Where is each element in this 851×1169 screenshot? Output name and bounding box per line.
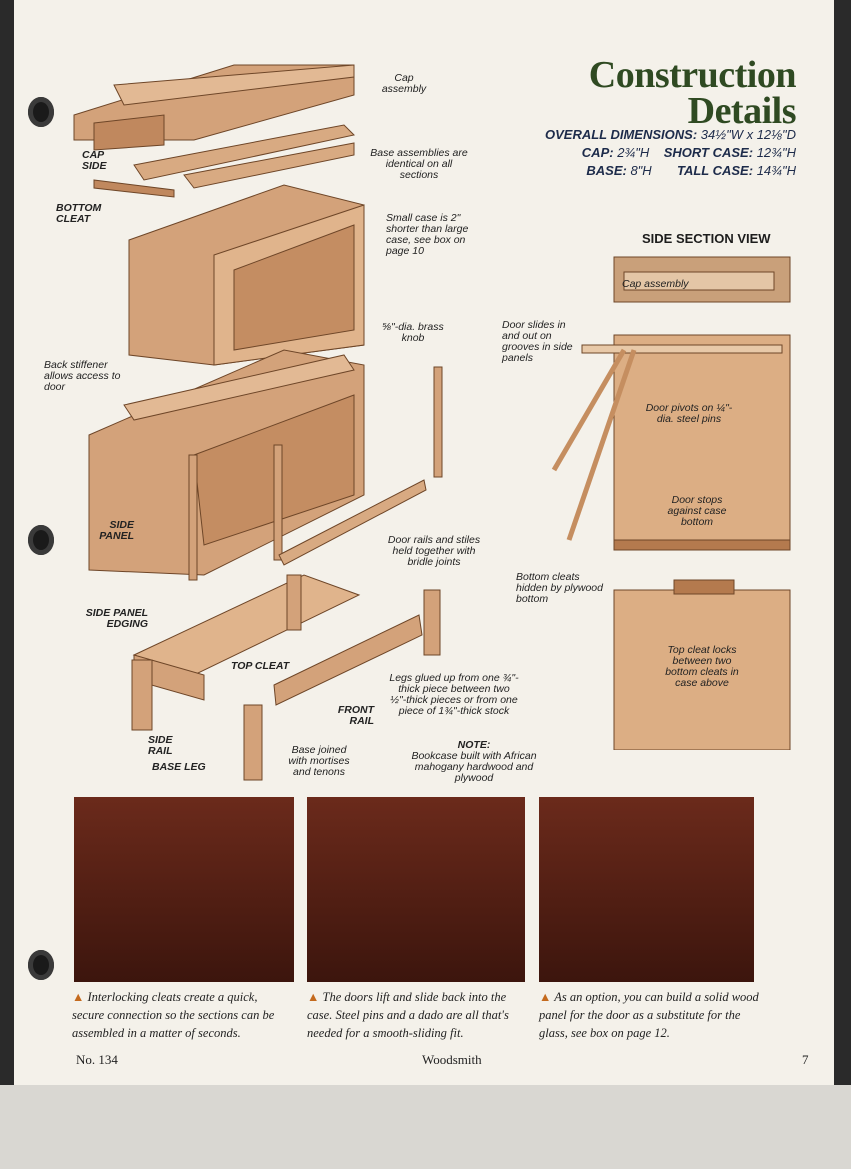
section-label-cap-assembly: Cap assembly [622,278,689,290]
magazine-page: Construction Details OVERALL DIMENSIONS:… [14,0,834,1085]
footer-issue: No. 134 [76,1052,118,1067]
side-section-diagram [551,256,791,750]
label-bottom-cleat: BOTTOM CLEAT [56,202,102,225]
overall-dimensions-value: 34½"W x 12⅛"D [700,127,796,142]
tall-case-label: TALL CASE: [676,163,754,178]
label-side-panel: SIDE PANEL [99,519,134,542]
base-height-label: BASE: [586,163,627,178]
dimensions-block: OVERALL DIMENSIONS: 34½"W x 12⅛"D CAP: 2… [545,126,796,180]
label-door-rails: Door rails and stiles held together with… [387,534,481,568]
label-base-assemblies: Base assemblies are identical on all sec… [370,147,468,181]
caption-3-text: As an option, you can build a solid wood… [539,990,759,1040]
caption-marker-icon: ▲ [72,990,85,1004]
caption-1-text: Interlocking cleats create a quick, secu… [72,990,275,1040]
short-case-label: SHORT CASE: [663,145,754,160]
label-side-panel-edging: SIDE PANEL EDGING [85,607,148,630]
label-cap-assembly: Cap assembly [381,72,427,95]
section-label-door-pivots: Door pivots on ¼"-dia. steel pins [645,402,733,425]
base-height-value: 8"H [630,163,652,178]
title-line-1: Construction [588,54,797,96]
page-title: Construction Details [588,54,797,132]
photo-interlocking-cleats [74,797,294,982]
binder-hole-bottom [28,950,54,980]
note-title: NOTE: [457,739,491,751]
photo-solid-panel-door [539,797,754,982]
label-brass-knob: ⅝"-dia. brass knob [382,321,444,344]
caption-marker-icon: ▲ [307,990,320,1004]
section-label-door-stops: Door stops against case bottom [667,494,727,528]
caption-2: ▲ The doors lift and slide back into the… [307,988,525,1042]
label-side-rail: SIDE RAIL [148,734,173,757]
photo-sliding-doors [307,797,525,982]
label-base-joined: Base joined with mortises and tenons [288,744,350,778]
section-label-top-cleat: Top cleat locks between two bottom cleat… [665,644,739,689]
label-top-cleat: TOP CLEAT [231,660,290,672]
binder-hole-middle [28,525,54,555]
label-base-leg: BASE LEG [152,761,206,773]
caption-marker-icon: ▲ [539,990,552,1004]
short-case-value: 12¾"H [756,145,796,160]
caption-2-text: The doors lift and slide back into the c… [307,990,509,1040]
cap-height-value: 2¾"H [617,145,650,160]
side-section-title: SIDE SECTION VIEW [642,231,771,246]
title-line-2: Details [687,90,797,132]
cap-height-label: CAP: [581,145,614,160]
label-legs-glued: Legs glued up from one ¾"-thick piece be… [389,672,519,717]
label-front-rail: FRONT RAIL [337,704,374,727]
section-label-bottom-cleats: Bottom cleats hidden by plywood bottom [516,571,603,605]
tall-case-value: 14¾"H [756,163,796,178]
label-small-case: Small case is 2" shorter than large case… [386,212,469,257]
label-back-stiffener: Back stiffener allows access to door [44,359,121,393]
binder-hole-top [28,97,54,127]
overall-dimensions-label: OVERALL DIMENSIONS: [544,127,698,142]
exploded-view-illustration [73,64,443,781]
label-cap-side: CAP SIDE [82,149,107,172]
caption-1: ▲ Interlocking cleats create a quick, se… [72,988,292,1042]
footer-magazine: Woodsmith [422,1052,482,1067]
note-body: Bookcase built with African mahogany har… [411,750,537,784]
caption-3: ▲ As an option, you can build a solid wo… [539,988,759,1042]
section-label-door-slides: Door slides in and out on grooves in sid… [502,319,573,364]
scan-bottom-margin [0,1085,851,1169]
footer-page-number: 7 [802,1052,809,1067]
